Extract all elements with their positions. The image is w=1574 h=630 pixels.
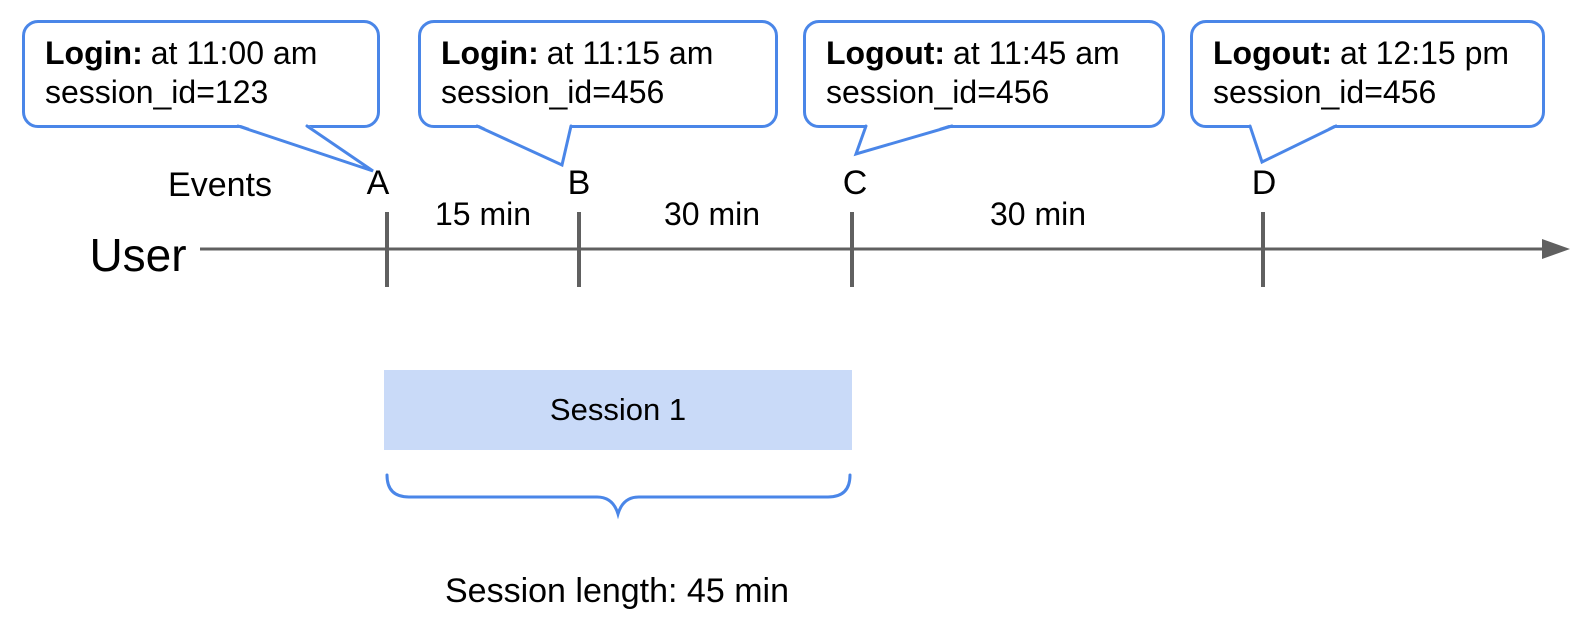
interval-a-b-label: 15 min [434,196,532,232]
event-action-label: Login: [441,35,539,71]
event-marker-d: D [1251,164,1277,202]
event-marker-b: B [567,164,591,202]
session-length-label: Session length: 45 min [445,572,789,610]
session-1-label: Session 1 [549,392,687,427]
event-time-label: at 12:15 pm [1340,35,1510,71]
event-time-label: at 11:45 am [953,35,1120,71]
interval-b-c-label: 30 min [663,196,761,232]
interval-c-d-label: 30 min [989,196,1087,232]
session-id-label: session_id=456 [441,74,665,110]
callout-line-1: Login:at 11:15 am [441,34,755,73]
callout-logout-c: Logout:at 11:45 am session_id=456 [803,20,1165,128]
session-id-label: session_id=123 [45,74,269,110]
session-id-label: session_id=456 [1213,74,1437,110]
event-action-label: Logout: [1213,35,1333,71]
user-row-label: User [89,229,187,281]
callout-line-1: Logout:at 12:15 pm [1213,34,1522,73]
event-marker-c: C [842,164,868,202]
callout-b-tail [477,124,571,165]
callout-login-a: Login:at 11:00 am session_id=123 [22,20,380,128]
event-action-label: Logout: [826,35,946,71]
callout-d-tail-outline [1248,124,1338,165]
session-length-brace [385,473,852,520]
callout-b-tail-outline [475,124,573,168]
event-time-label: at 11:00 am [150,35,318,71]
callout-line-1: Login:at 11:00 am [45,34,357,73]
event-marker-a: A [366,164,390,202]
event-action-label: Login: [45,35,143,71]
timeline-arrowhead-icon [1542,239,1570,259]
callout-line-1: Logout:at 11:45 am [826,34,1142,73]
callout-c-tail [856,124,952,154]
callout-logout-d: Logout:at 12:15 pm session_id=456 [1190,20,1545,128]
callout-c-tail-outline [853,124,954,157]
callout-login-b: Login:at 11:15 am session_id=456 [418,20,778,128]
session-1-box: Session 1 [384,370,852,450]
session-id-label: session_id=456 [826,74,1050,110]
callout-d-tail [1250,124,1336,162]
events-row-label: Events [168,166,272,204]
event-time-label: at 11:15 am [546,35,714,71]
